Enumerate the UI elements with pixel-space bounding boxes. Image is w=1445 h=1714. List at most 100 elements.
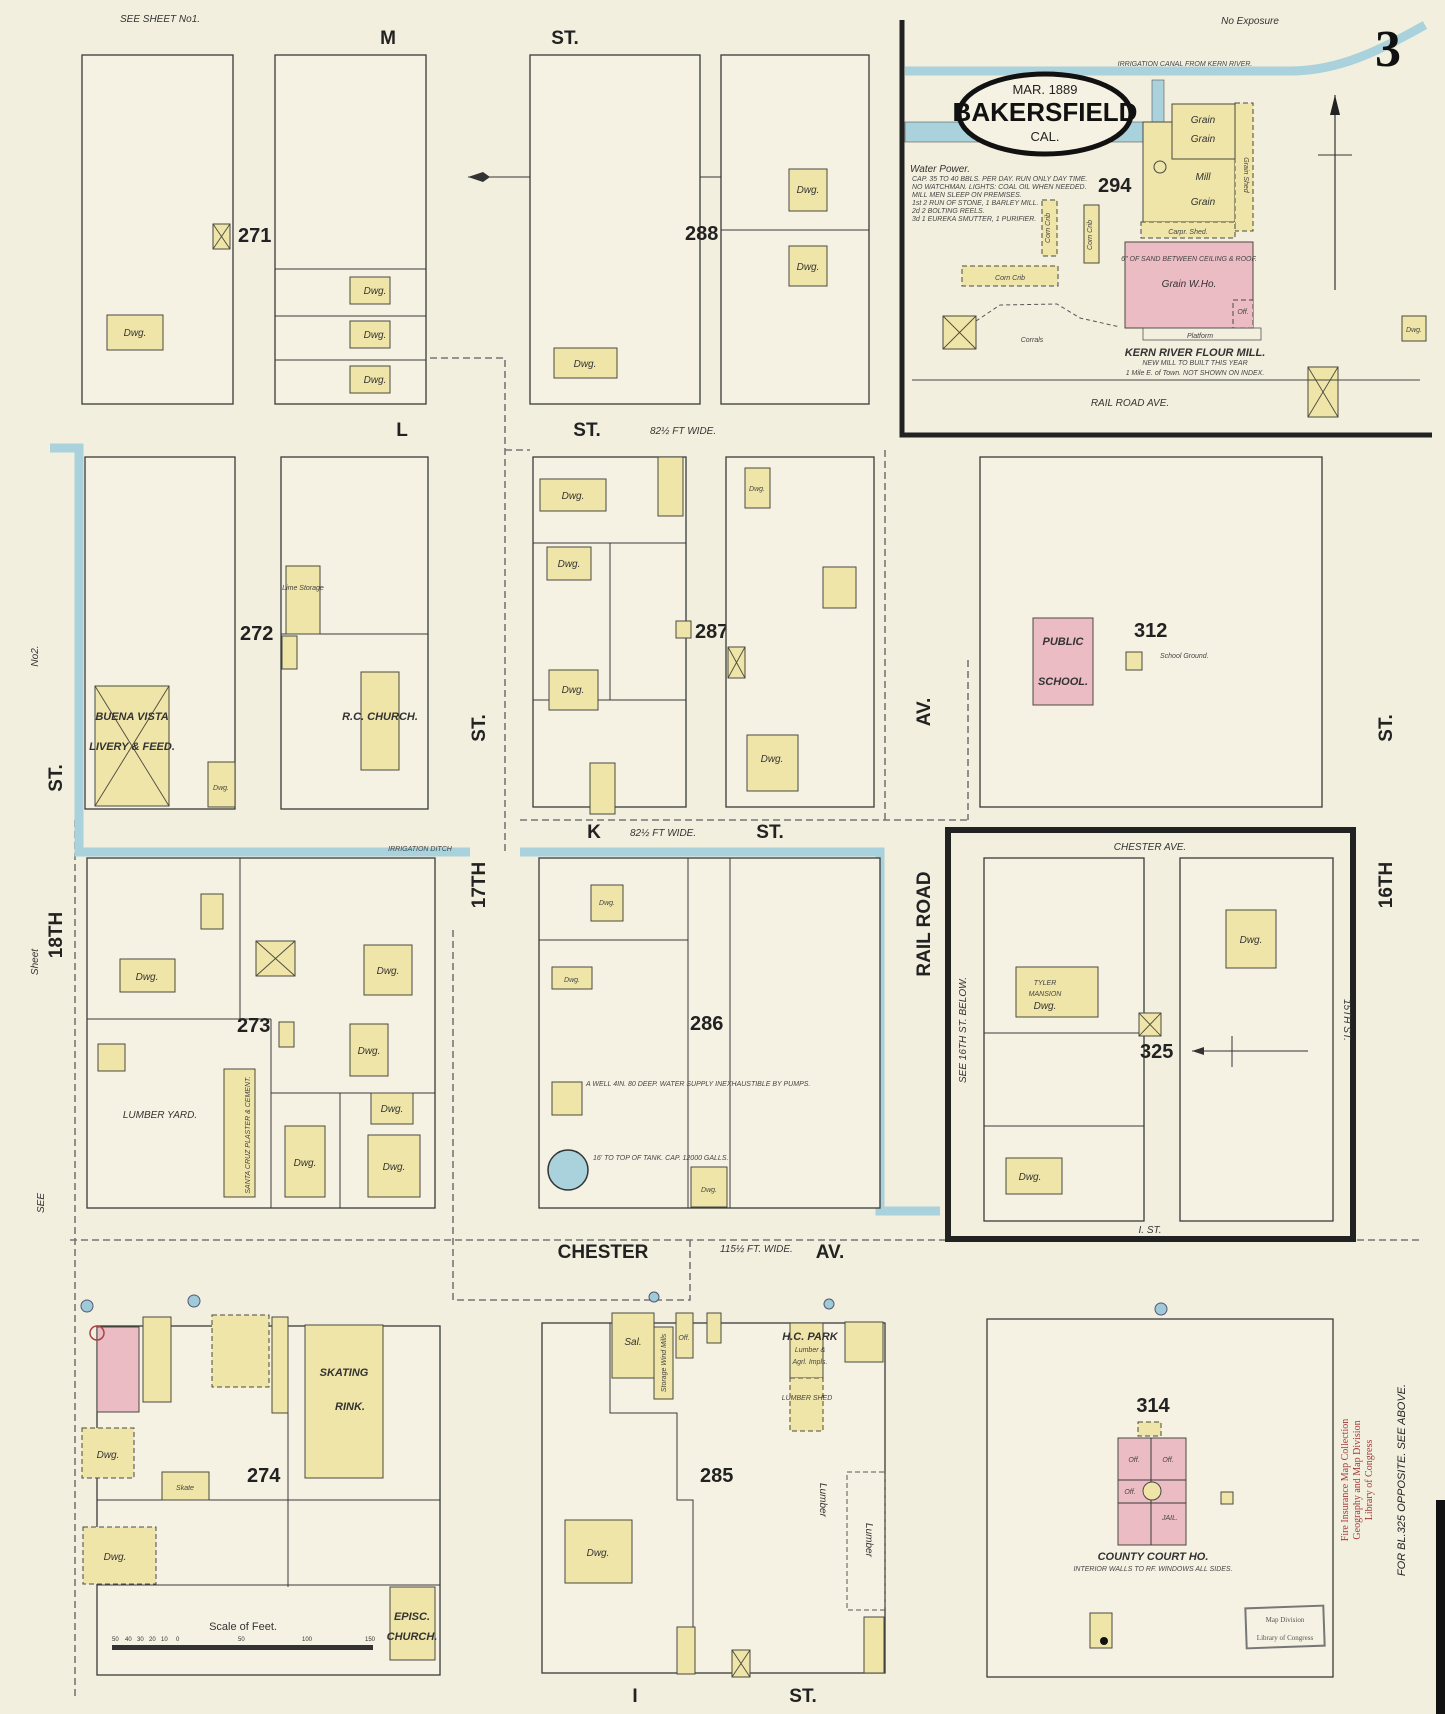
block-m-east bbox=[274, 54, 427, 405]
corral-fence bbox=[975, 303, 1121, 328]
dwelling bbox=[367, 1134, 421, 1198]
block-285 bbox=[541, 1322, 886, 1674]
corn-crib bbox=[1041, 199, 1058, 257]
dwelling-label: Dwg. bbox=[136, 972, 159, 983]
dwelling-label: Dwg. bbox=[1019, 1172, 1042, 1183]
saloon-label: Sal. bbox=[624, 1337, 641, 1348]
lumber-yard-label: LUMBER YARD. bbox=[123, 1110, 197, 1121]
scale-tick: 50 bbox=[238, 1637, 245, 1643]
dwelling bbox=[564, 1519, 633, 1584]
dwelling-label: Dwg. bbox=[562, 491, 585, 502]
corn-crib-label: Corn Crib bbox=[1045, 213, 1052, 243]
livery-name: BUENA VISTA bbox=[95, 711, 168, 723]
dwelling-label: Dwg. bbox=[124, 328, 147, 339]
dwelling bbox=[349, 365, 391, 394]
dwelling bbox=[548, 669, 599, 711]
16th-street-label: 16TH bbox=[1376, 862, 1397, 908]
church-label: EPISC. bbox=[394, 1611, 430, 1623]
grain-shed-label: Grain Shed bbox=[1242, 157, 1249, 194]
dwelling-label: Dwg. bbox=[749, 486, 765, 493]
rail-road-av-label: RAIL ROAD bbox=[914, 871, 935, 976]
shed bbox=[863, 1616, 885, 1674]
fire-alarm-icon bbox=[89, 1325, 105, 1341]
dwelling-label: Dwg. bbox=[383, 1162, 406, 1173]
block-number-287: 287 bbox=[695, 621, 728, 643]
18th-street-label: ST. bbox=[46, 764, 67, 791]
rail-road-av-label: AV. bbox=[914, 698, 935, 727]
court-house-note: INTERIOR WALLS TO RF. WINDOWS ALL SIDES. bbox=[1073, 1566, 1232, 1573]
santa-cruz-label: SANTA CRUZ PLASTER & CEMENT. bbox=[245, 1076, 252, 1193]
note-line: MILL MEN SLEEP ON PREMISES. bbox=[912, 192, 1022, 199]
office bbox=[706, 1312, 722, 1344]
city-title: BAKERSFIELD bbox=[953, 97, 1138, 127]
skating-rink-label: SKATING bbox=[320, 1367, 369, 1379]
store-d bbox=[142, 1316, 172, 1403]
sheet-2-ref: Sheet bbox=[30, 948, 41, 975]
tyler-mansion bbox=[1015, 966, 1099, 1018]
scale-title: Scale of Feet. bbox=[209, 1621, 277, 1633]
dwelling-label: Dwg. bbox=[587, 1548, 610, 1559]
public-school bbox=[1032, 617, 1094, 706]
collection-stamp: Fire Insurance Map Collection bbox=[1340, 1419, 1351, 1541]
lumber-shed bbox=[789, 1377, 824, 1432]
block-number-271: 271 bbox=[238, 225, 271, 247]
grain-room bbox=[1171, 103, 1236, 160]
carpr-shed-label: Carpr. Shed. bbox=[1168, 229, 1207, 236]
dwelling bbox=[1005, 1157, 1063, 1195]
scale-tick: 10 bbox=[161, 1637, 168, 1643]
note-line: CAP. 35 TO 40 BBLS. PER DAY. RUN ONLY DA… bbox=[912, 176, 1087, 183]
note-line: 1st 2 RUN OF STONE, 1 BARLEY MILL. bbox=[912, 200, 1038, 207]
church-label: CHURCH. bbox=[387, 1631, 438, 1643]
dwelling-label: Dwg. bbox=[364, 286, 387, 297]
new-mill-note: NEW MILL TO BUILT THIS YEAR bbox=[1142, 360, 1247, 367]
block-271 bbox=[81, 54, 234, 405]
corn-crib bbox=[1083, 204, 1100, 264]
hc-park-label: Agrl. Impls. bbox=[791, 1359, 827, 1366]
irrigation-canal bbox=[905, 21, 1428, 76]
office-label: Off. bbox=[1237, 309, 1248, 316]
dwelling bbox=[822, 566, 857, 609]
grain-shed bbox=[1234, 102, 1254, 232]
mill-label: Mill bbox=[1196, 172, 1212, 183]
dwelling bbox=[746, 734, 799, 792]
dwelling-label: Dwg. bbox=[564, 977, 580, 984]
hc-park-label: H.C. PARK bbox=[782, 1331, 838, 1343]
scale-tick: 20 bbox=[149, 1637, 156, 1643]
corn-crib-label: Corn Crib bbox=[1087, 220, 1094, 250]
dwelling bbox=[539, 478, 607, 512]
hydrant-icon bbox=[80, 1299, 94, 1313]
water-power-label: Water Power. bbox=[910, 164, 970, 175]
dwelling-label: Dwg. bbox=[213, 785, 229, 792]
shed bbox=[97, 1043, 126, 1072]
dwelling bbox=[744, 467, 771, 509]
block-number-325: 325 bbox=[1140, 1041, 1173, 1063]
dwelling bbox=[788, 245, 828, 287]
scale-tick: 50 bbox=[112, 1637, 119, 1643]
l-street-width: 82½ FT WIDE. bbox=[650, 426, 716, 437]
grain-warehouse-label: Grain W.Ho. bbox=[1162, 279, 1217, 290]
dwelling bbox=[546, 546, 592, 581]
no-exposure-note: No Exposure bbox=[1221, 16, 1279, 27]
dwelling-label: Dwg. bbox=[797, 185, 820, 196]
court-house-label: COUNTY COURT HO. bbox=[1098, 1551, 1209, 1563]
dwelling bbox=[349, 1023, 389, 1077]
dwelling bbox=[349, 320, 391, 349]
i-st-label: I. ST. bbox=[1139, 1225, 1162, 1236]
lumber-label: Lumber bbox=[863, 1523, 874, 1558]
arrow-icon bbox=[1192, 1036, 1308, 1067]
livery-label: LIVERY & FEED. bbox=[89, 741, 175, 753]
dwelling-label: Dwg. bbox=[1240, 935, 1263, 946]
dwelling-label: Dwg. bbox=[358, 1046, 381, 1057]
library-stamps: Map Division Library of Congress Fire In… bbox=[1244, 1384, 1408, 1650]
k-street-label: K bbox=[587, 822, 601, 843]
rc-church-label: R.C. CHURCH. bbox=[342, 711, 418, 723]
platform-label: Platform bbox=[1187, 333, 1213, 340]
lime-storage bbox=[285, 565, 321, 635]
lumber-shed-label: LUMBER SHED bbox=[782, 1395, 833, 1402]
m-street-label: ST. bbox=[551, 28, 578, 49]
store bbox=[211, 1314, 270, 1388]
dwelling-label: Dwg. bbox=[558, 559, 581, 570]
storage-label: Storage Wind Mills bbox=[661, 1333, 668, 1392]
scale-tick: 30 bbox=[137, 1637, 144, 1643]
